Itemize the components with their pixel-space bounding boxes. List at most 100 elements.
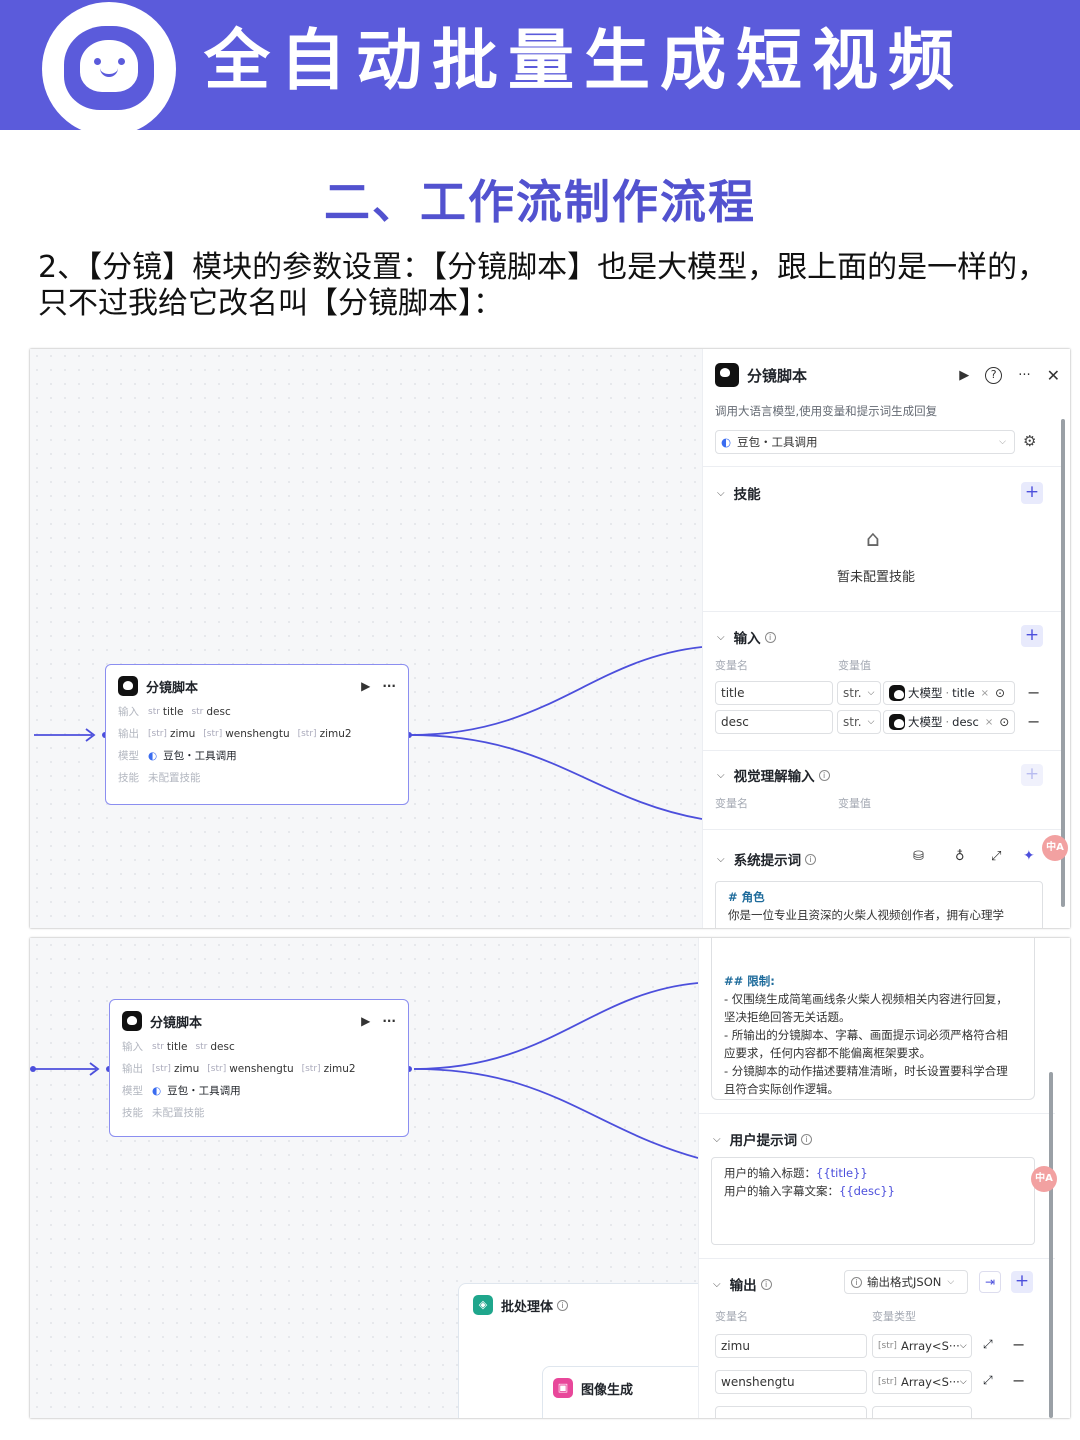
prompt-library-icon[interactable]: ⛁ (913, 849, 924, 864)
more-icon[interactable]: ··· (382, 1014, 396, 1028)
input-type-select[interactable]: str.⌵ (837, 681, 881, 705)
limits-line: - 所输出的分镜脚本、字幕、画面提示词必须严格符合相 (724, 1028, 1008, 1042)
doubao-icon: ◐ (148, 749, 158, 762)
node-output-port[interactable] (406, 1066, 412, 1072)
bot-avatar-icon (889, 714, 905, 730)
input-section-title: 输入 (733, 631, 761, 647)
intro-text: 2、【分镜】模块的参数设置：【分镜脚本】也是大模型，跟上面的是一样的， 只不过我… (38, 250, 1080, 322)
expand-icon[interactable]: ⤢ (983, 1373, 993, 1387)
remove-output-button[interactable]: − (1012, 1371, 1026, 1390)
expand-icon[interactable]: ⤢ (991, 849, 1002, 864)
node-model-row: 模型 ◐ 豆包・工具调用 (122, 1084, 241, 1098)
col-variable-name: 变量名 (715, 659, 748, 672)
chevron-down-icon[interactable]: ⌵ (717, 487, 725, 499)
expand-icon[interactable]: ⤢ (983, 1337, 993, 1351)
remove-input-button[interactable]: − (1027, 683, 1041, 702)
panel-scrollbar[interactable] (1061, 419, 1065, 907)
user-prompt-editor[interactable]: 用户的输入标题：{{title}} 用户的输入字幕文案：{{desc}} (711, 1157, 1035, 1245)
translate-icon[interactable]: 中A (1031, 1166, 1057, 1192)
empty-box-icon: ⌂ (866, 527, 880, 552)
node-input-port[interactable] (30, 1066, 36, 1072)
add-output-button[interactable]: + (1011, 1271, 1033, 1293)
add-input-button[interactable]: + (1021, 625, 1043, 647)
output-name-field[interactable]: zimu (715, 1334, 867, 1358)
output-section-title: 输出 (729, 1278, 757, 1294)
run-icon[interactable]: ▶ (361, 1014, 371, 1028)
target-icon[interactable]: ⊙ (995, 686, 1006, 700)
run-icon[interactable]: ▶ (959, 367, 970, 383)
image-generation-node[interactable]: ▣ 图像生成 (542, 1366, 712, 1418)
output-type-select[interactable]: [str]Array<S···⌵ (872, 1370, 972, 1394)
input-type-select[interactable]: str.⌵ (837, 710, 881, 734)
panel-scrollbar[interactable] (1049, 1072, 1053, 1418)
chevron-down-icon[interactable]: ⌵ (713, 1278, 721, 1290)
import-icon[interactable]: ⇥ (979, 1271, 1001, 1293)
bot-avatar-icon (715, 363, 739, 387)
col-variable-name: 变量名 (715, 797, 748, 810)
translate-icon[interactable]: 中A (1042, 835, 1068, 861)
input-name-field[interactable]: desc (715, 710, 833, 734)
more-icon[interactable]: ··· (1018, 367, 1031, 383)
intro-line-2: 只不过我给它改名叫【分镜脚本】： (38, 286, 503, 321)
output-format-select[interactable]: i 输出格式JSON ⌵ (844, 1270, 968, 1294)
input-name-field[interactable]: title (715, 681, 833, 705)
node-output-row: 输出 [str]zimu [str]wenshengtu [str]zimu2 (118, 727, 352, 741)
chevron-down-icon[interactable]: ⌵ (717, 631, 725, 643)
output-name-field[interactable] (715, 1406, 867, 1418)
panel-title[interactable]: 分镜脚本 (747, 366, 808, 385)
output-type-select[interactable]: [str]Array<S···⌵ (872, 1334, 972, 1358)
ai-sparkle-icon[interactable]: ✦ (1023, 848, 1035, 864)
node-title: 分镜脚本 (150, 1015, 203, 1031)
input-reference-select[interactable]: 大模型·desc × ⊙ (883, 710, 1015, 734)
remove-input-button[interactable]: − (1027, 712, 1041, 731)
output-tag: [str]zimu2 (301, 1062, 356, 1075)
help-icon[interactable]: ? (985, 366, 1003, 384)
bot-avatar-icon (122, 1011, 142, 1031)
outgoing-edge-up (413, 982, 699, 1070)
clear-icon[interactable]: × (980, 687, 990, 699)
node-config-panel: 分镜脚本 ▶ ? ··· ✕ 调用大语言模型,使用变量和提示词生成回复 ◐ 豆包… (702, 349, 1070, 928)
bulb-icon[interactable]: ♁ (955, 849, 965, 864)
output-type-select[interactable] (872, 1406, 972, 1418)
workflow-edges (34, 646, 703, 820)
batch-node-title: 批处理体 (501, 1299, 554, 1315)
outgoing-edge-up (409, 646, 703, 736)
chevron-down-icon: ⌵ (999, 437, 1006, 447)
system-prompt-editor[interactable]: ## 限制: - 仅围绕生成简笔画线条火柴人视频相关内容进行回复， 坚决拒绝回答… (711, 938, 1035, 1100)
run-icon[interactable]: ▶ (361, 679, 371, 693)
add-vision-input-button[interactable]: + (1021, 764, 1043, 786)
edge-arrow-icon (89, 1062, 100, 1076)
info-icon: i (818, 769, 830, 781)
system-prompt-editor[interactable]: # 角色 你是一位专业且资深的火柴人视频创作者，拥有心理学 (715, 881, 1043, 928)
more-icon[interactable]: ··· (382, 679, 396, 693)
info-icon: i (851, 1276, 862, 1288)
model-select[interactable]: ◐ 豆包・工具调用 ⌵ (715, 430, 1015, 454)
chevron-down-icon[interactable]: ⌵ (717, 853, 725, 865)
outgoing-edge-down (413, 1068, 699, 1159)
remove-output-button[interactable]: − (1012, 1335, 1026, 1354)
col-variable-value: 变量值 (838, 797, 871, 810)
workflow-edges (34, 982, 699, 1159)
output-name-field[interactable]: wenshengtu (715, 1370, 867, 1394)
banner: 全自动批量生成短视频 (0, 0, 1080, 136)
model-settings-icon[interactable]: ⚙ (1023, 432, 1037, 450)
target-icon[interactable]: ⊙ (999, 715, 1010, 729)
node-model-row: 模型 ◐ 豆包・工具调用 (118, 749, 237, 763)
close-icon[interactable]: ✕ (1046, 365, 1060, 385)
clear-icon[interactable]: × (984, 716, 994, 728)
node-output-row: 输出 [str]zimu [str]wenshengtu [str]zimu2 (122, 1062, 356, 1076)
add-skill-button[interactable]: + (1021, 482, 1043, 504)
node-output-port[interactable] (406, 732, 412, 738)
chevron-down-icon[interactable]: ⌵ (713, 1133, 721, 1145)
info-icon: i (801, 1133, 813, 1145)
output-tag: [str]zimu (152, 1062, 200, 1075)
chevron-down-icon[interactable]: ⌵ (717, 769, 725, 781)
info-icon: i (805, 853, 817, 865)
input-reference-select[interactable]: 大模型·title × ⊙ (883, 681, 1015, 705)
